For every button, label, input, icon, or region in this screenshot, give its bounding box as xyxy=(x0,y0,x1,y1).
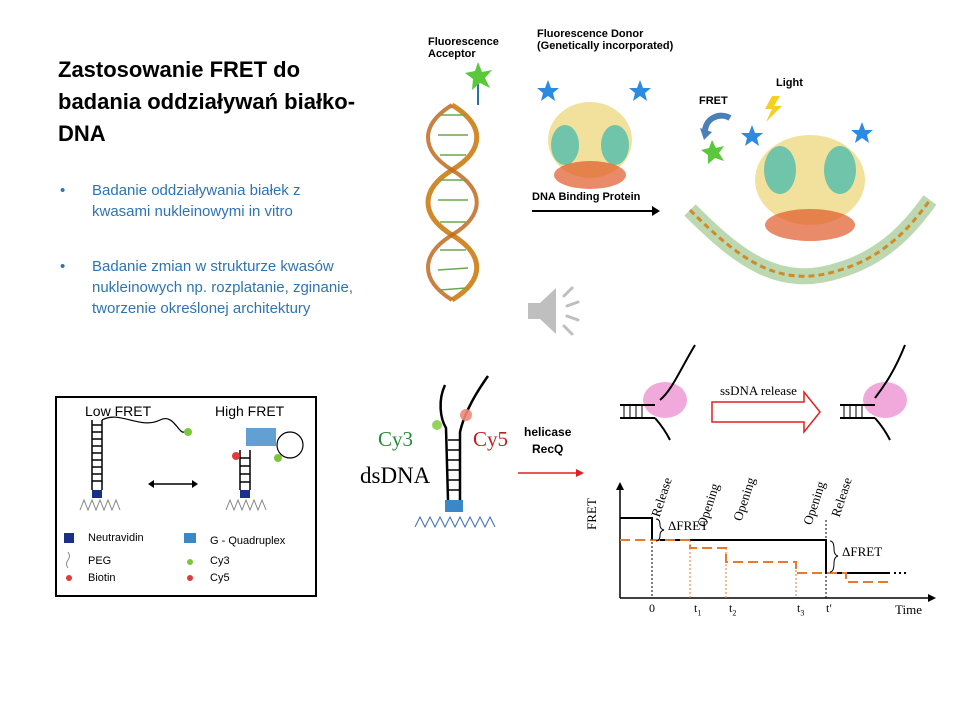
slide-title: Zastosowanie FRET do badania oddziaływań… xyxy=(58,57,356,146)
binding-protein-label: DNA Binding Protein xyxy=(532,191,641,203)
light-bolt-icon xyxy=(765,96,782,122)
fret-axis-label: FRET xyxy=(584,498,599,530)
ssdna-release-label: ssDNA release xyxy=(720,383,797,398)
bullet-text: Badanie zmian w strukturze kwasów nuklei… xyxy=(92,258,353,317)
ssdna-release-arrow xyxy=(711,389,821,435)
low-fret-label: Low FRET xyxy=(85,403,152,419)
speaker-icon[interactable] xyxy=(528,286,580,336)
protein-figure-1 xyxy=(537,80,651,189)
delta-fret-label-2: ΔFRET xyxy=(842,544,883,559)
acceptor-label: Fluorescence Acceptor xyxy=(428,36,499,60)
dsdna-label: dsDNA xyxy=(360,463,431,488)
dna-helix-figure xyxy=(425,62,492,303)
tick-t1-label: t1 xyxy=(694,601,702,618)
bullet-dot: • xyxy=(60,182,66,199)
recq-label: RecQ xyxy=(532,442,564,456)
time-axis-label: Time xyxy=(895,602,922,617)
legend-peg: PEG xyxy=(88,555,112,567)
legend-neutravidin: Neutravidin xyxy=(88,532,144,544)
cy3-label: Cy3 xyxy=(378,427,414,451)
acceptor-star-icon-complex xyxy=(701,140,724,164)
ssdna-release-diagram xyxy=(620,344,907,441)
low-fret-diagram xyxy=(79,416,192,512)
high-fret-label: High FRET xyxy=(215,403,285,419)
bullet-text: Badanie oddziaływania białek z kwasami n… xyxy=(92,182,301,220)
helicase-arrow xyxy=(518,469,584,477)
high-fret-diagram xyxy=(225,428,304,512)
tick-t3-label: t3 xyxy=(797,601,805,618)
donor-star-icon-left xyxy=(537,80,559,101)
tick-0-label: 0 xyxy=(649,601,655,615)
acceptor-star-icon xyxy=(465,62,492,90)
donor-star-icon-right xyxy=(629,80,651,101)
dsdna-diagram xyxy=(414,375,496,529)
bullet-item-1: • Badanie oddziaływania białek z kwasami… xyxy=(58,180,358,222)
legend-g-quadruplex: G - Quadruplex xyxy=(210,535,286,547)
fret-time-trace xyxy=(616,482,936,602)
protein-dna-complex xyxy=(684,96,937,285)
figure-legend-icons xyxy=(64,533,196,581)
legend-biotin: Biotin xyxy=(88,572,116,584)
donor-label: Fluorescence Donor (Genetically incorpor… xyxy=(537,28,674,52)
bullet-item-2: • Badanie zmian w strukturze kwasów nukl… xyxy=(58,256,358,319)
tick-t2-label: t2 xyxy=(729,601,737,618)
delta-fret-label-1: ΔFRET xyxy=(668,518,709,533)
donor-star-icon-complex-left xyxy=(741,125,763,146)
helicase-label: helicase xyxy=(524,425,572,439)
fret-label: FRET xyxy=(699,95,728,107)
fret-arrow xyxy=(702,112,732,133)
donor-star-icon-complex-right xyxy=(851,122,873,143)
double-arrow-icon xyxy=(148,480,198,488)
bullet-dot: • xyxy=(60,258,66,275)
legend-cy5: Cy5 xyxy=(210,572,230,584)
legend-cy3: Cy3 xyxy=(210,555,230,567)
cy5-label: Cy5 xyxy=(473,427,509,451)
tick-tprime-label: t′ xyxy=(826,601,832,615)
light-label: Light xyxy=(776,77,803,89)
